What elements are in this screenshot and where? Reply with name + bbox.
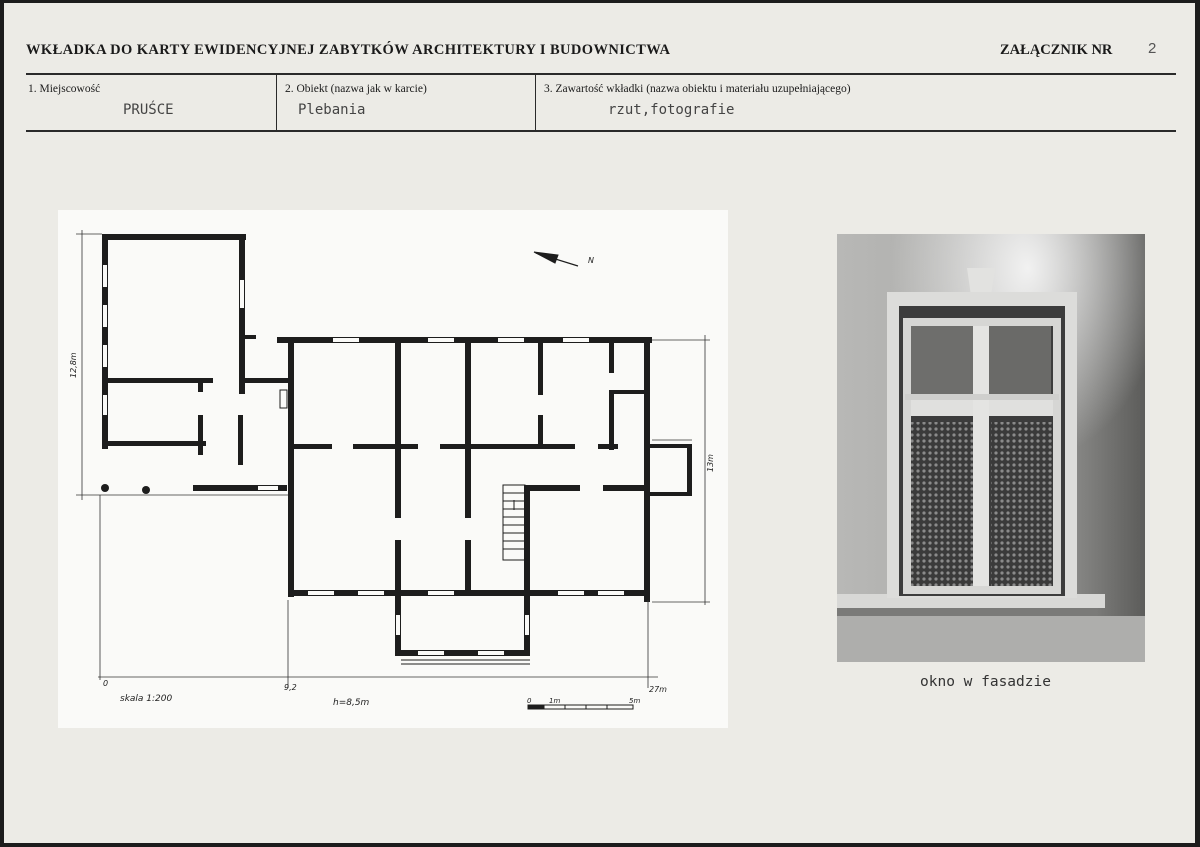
document-title: WKŁADKA DO KARTY EWIDENCYJNEJ ZABYTKÓW A… <box>26 42 671 58</box>
header-rule <box>26 73 1176 75</box>
x-tick-mid: 9,2 <box>284 683 297 692</box>
object-value: Plebania <box>298 102 366 118</box>
scalebar-1m: 1m <box>549 697 560 705</box>
floor-plan: N 12,8m 13m 0 9,2 27m skala 1:200 h=8,5m… <box>58 210 728 728</box>
window-photograph <box>837 234 1145 662</box>
floor-plan-drawing: N 12,8m 13m 0 9,2 27m skala 1:200 h=8,5m… <box>69 230 715 710</box>
locality-label: 1. Miejscowość <box>28 83 101 95</box>
x-tick-0: 0 <box>103 679 108 688</box>
attachment-label: ZAŁĄCZNIK NR <box>1000 42 1113 58</box>
locality-value: PRUŚCE <box>123 102 174 118</box>
window-photo-image <box>837 234 1145 662</box>
dim-right-label: 13m <box>706 454 715 472</box>
north-label: N <box>588 256 594 265</box>
fields-bottom-rule <box>26 130 1176 132</box>
inventory-card-insert: WKŁADKA DO KARTY EWIDENCYJNEJ ZABYTKÓW A… <box>4 3 1195 843</box>
object-label: 2. Obiekt (nazwa jak w karcie) <box>285 83 427 95</box>
field-divider-2 <box>535 75 536 130</box>
dim-height-label: 12,8m <box>69 352 78 378</box>
contents-value: rzut,fotografie <box>608 102 735 118</box>
x-tick-end: 27m <box>649 685 667 694</box>
photo-caption: okno w fasadzie <box>920 674 1051 690</box>
scalebar-5m: 5m <box>629 697 640 705</box>
height-note: h=8,5m <box>333 698 370 708</box>
attachment-number: 2 <box>1148 40 1157 57</box>
scale-label: skala 1:200 <box>120 694 173 704</box>
contents-label: 3. Zawartość wkładki (nazwa obiektu i ma… <box>544 83 851 95</box>
scalebar-0: 0 <box>527 697 532 705</box>
field-divider-1 <box>276 75 277 130</box>
